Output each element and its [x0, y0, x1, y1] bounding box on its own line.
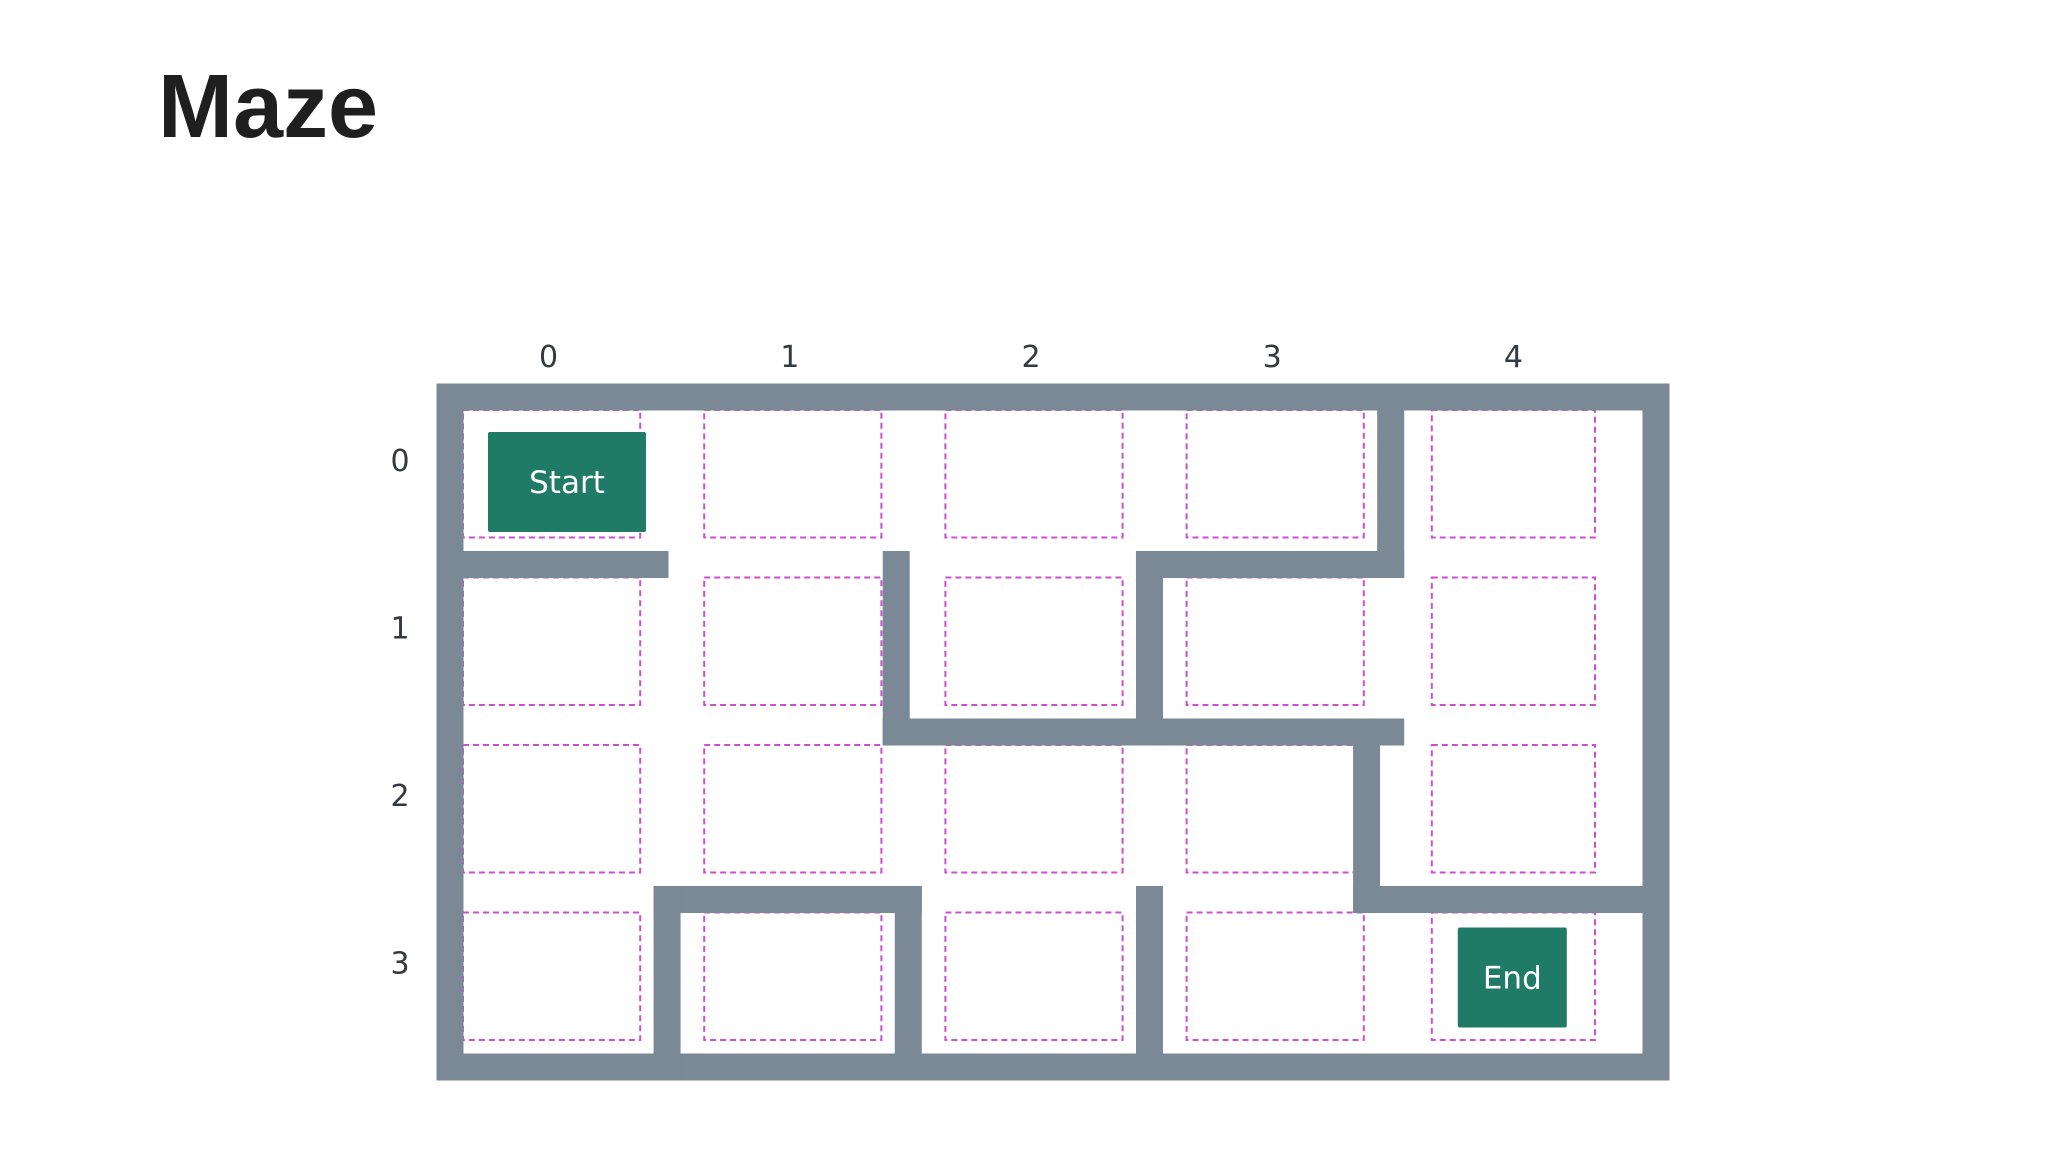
- start-marker-label: Start: [529, 465, 605, 501]
- cell-outline: [703, 744, 883, 874]
- column-label: 3: [1263, 340, 1282, 375]
- cell-outline: [944, 409, 1124, 539]
- end-marker-box: [1457, 927, 1567, 1028]
- page-title: Maze: [158, 57, 379, 157]
- cell-outline: [1430, 744, 1597, 874]
- column-label: 0: [539, 340, 558, 375]
- cell-outline: [703, 911, 883, 1041]
- column-label: 4: [1504, 340, 1523, 375]
- cell-outline: [1185, 744, 1365, 874]
- column-labels: 0 1 2 3 4: [539, 340, 1523, 375]
- end-marker-label: End: [1483, 961, 1542, 997]
- cell-outline: [462, 744, 642, 874]
- row-label: 1: [390, 611, 409, 646]
- start-marker-box: [488, 432, 646, 532]
- row-label: 0: [390, 444, 409, 479]
- cell-outline: [1185, 409, 1365, 539]
- cell-outline: [1430, 409, 1597, 539]
- cell-outline: [944, 744, 1124, 874]
- row-label: 3: [390, 946, 409, 981]
- cell-outline: [1430, 576, 1597, 706]
- cell-outline: [462, 911, 642, 1041]
- cell-outline: [462, 576, 642, 706]
- column-label: 2: [1021, 340, 1040, 375]
- row-labels: 0 1 2 3: [390, 444, 409, 982]
- cell-outline: [703, 409, 883, 539]
- column-label: 1: [780, 340, 799, 375]
- maze-walls: [436, 383, 1670, 1081]
- cell-outline: [944, 911, 1124, 1041]
- cell-outline: [1185, 576, 1365, 706]
- cell-outline: [1185, 911, 1365, 1041]
- cell-outline: [944, 576, 1124, 706]
- row-label: 2: [390, 779, 409, 814]
- cell-outline: [703, 576, 883, 706]
